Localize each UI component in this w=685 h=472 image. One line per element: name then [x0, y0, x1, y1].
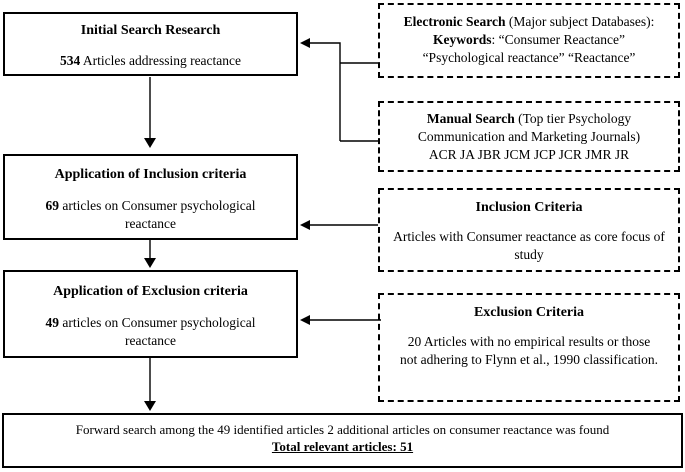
inclusion-criteria-title: Inclusion Criteria — [475, 200, 583, 215]
arrow-down-initial-to-inclusion — [144, 77, 156, 148]
exclusion-application-body-text: articles on Consumer psychological react… — [59, 315, 256, 348]
exclusion-application-title: Application of Exclusion criteria — [53, 284, 248, 299]
manual-search-line1: Manual Search (Top tier Psychology — [380, 110, 678, 128]
inclusion-criteria-body: Articles with Consumer reactance as core… — [393, 229, 665, 262]
electronic-search-line1-rest: (Major subject Databases): — [505, 14, 655, 29]
box-manual-search: Manual Search (Top tier Psychology Commu… — [378, 101, 680, 172]
forward-search-text: Forward search among the 49 identified a… — [75, 422, 610, 437]
electronic-search-heading: Electronic Search — [403, 14, 506, 29]
electronic-search-line3: “Psychological reactance” “Reactance” — [422, 50, 636, 65]
arrow-searches-to-initial — [300, 38, 378, 142]
arrow-exclusion-criteria-to-application — [300, 315, 381, 325]
electronic-search-line2: Keywords: “Consumer Reactance” — [380, 31, 678, 49]
exclusion-criteria-title: Exclusion Criteria — [473, 305, 585, 320]
initial-search-body-text: Articles addressing reactance — [80, 53, 242, 68]
initial-search-title: Initial Search Research — [80, 23, 221, 38]
manual-search-heading: Manual Search — [426, 111, 515, 126]
initial-search-body: 534 Articles addressing reactance — [5, 52, 296, 70]
inclusion-application-title: Application of Inclusion criteria — [54, 167, 247, 182]
arrow-down-inclusion-to-exclusion — [144, 240, 156, 268]
box-exclusion-criteria: Exclusion Criteria 20 Articles with no e… — [378, 293, 680, 402]
box-electronic-search: Electronic Search (Major subject Databas… — [378, 3, 680, 78]
manual-search-line3: ACR JA JBR JCM JCP JCR JMR JR — [428, 147, 630, 162]
inclusion-application-body-text: articles on Consumer psychological react… — [59, 198, 256, 231]
electronic-search-line1: Electronic Search (Major subject Databas… — [380, 13, 678, 31]
arrow-down-exclusion-to-result — [144, 358, 156, 411]
total-relevant-articles: Total relevant articles: 51 — [271, 439, 414, 454]
initial-search-count: 534 — [59, 53, 81, 68]
exclusion-application-count: 49 — [45, 315, 60, 330]
box-exclusion-application: Application of Exclusion criteria 49 art… — [3, 270, 298, 358]
arrow-inclusion-criteria-to-application — [300, 220, 378, 230]
box-inclusion-criteria: Inclusion Criteria Articles with Consume… — [378, 188, 680, 272]
manual-search-line2: Communication and Marketing Journals) — [417, 129, 641, 144]
exclusion-application-body: 49 articles on Consumer psychological re… — [25, 314, 277, 350]
electronic-search-keywords-label: Keywords — [433, 32, 492, 47]
manual-search-line1-rest: (Top tier Psychology — [514, 111, 632, 126]
electronic-search-line2-rest: : “Consumer Reactance” — [491, 32, 625, 47]
box-initial-search: Initial Search Research 534 Articles add… — [3, 12, 298, 76]
inclusion-application-body: 69 articles on Consumer psychological re… — [25, 197, 277, 233]
inclusion-application-count: 69 — [45, 198, 60, 213]
exclusion-criteria-body: 20 Articles with no empirical results or… — [400, 334, 658, 367]
box-forward-search-result: Forward search among the 49 identified a… — [2, 413, 683, 468]
box-inclusion-application: Application of Inclusion criteria 69 art… — [3, 154, 298, 240]
